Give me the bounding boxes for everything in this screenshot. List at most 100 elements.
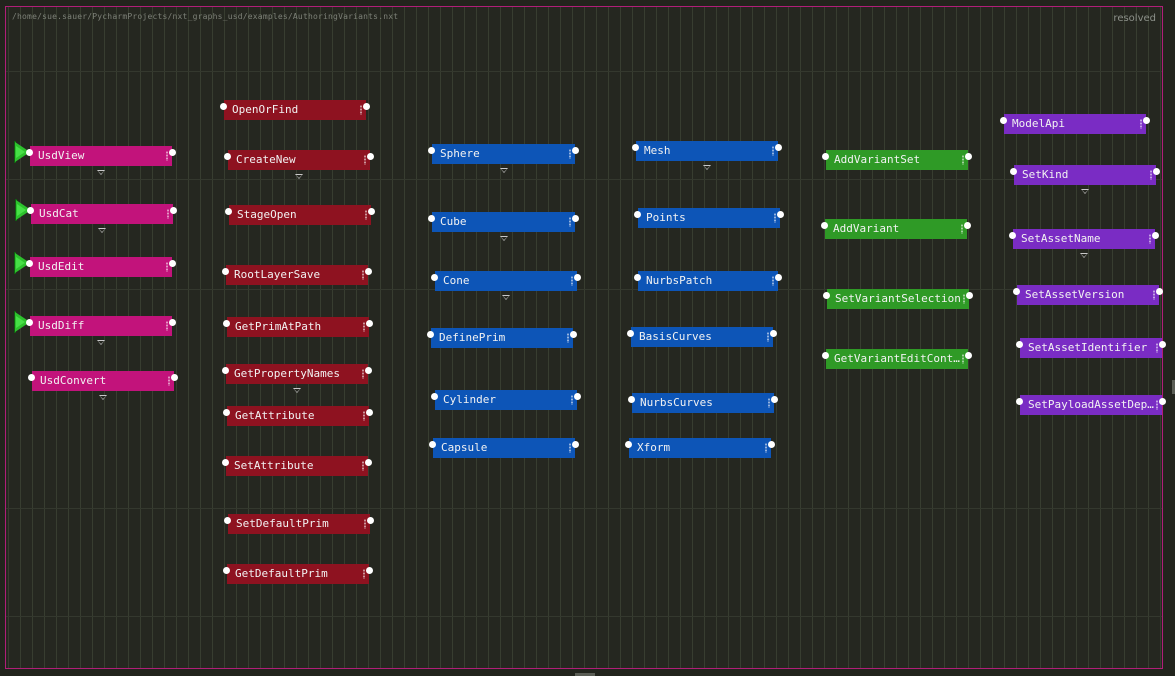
drag-grip-icon[interactable] — [363, 569, 365, 579]
drag-grip-icon[interactable] — [166, 321, 168, 331]
exec-out-port[interactable] — [572, 147, 579, 154]
exec-in-port[interactable] — [429, 441, 436, 448]
exec-in-port[interactable] — [26, 319, 33, 326]
exec-in-port[interactable] — [428, 147, 435, 154]
exec-out-port[interactable] — [367, 517, 374, 524]
exec-in-port[interactable] — [220, 103, 227, 110]
drag-grip-icon[interactable] — [961, 224, 963, 234]
exec-out-port[interactable] — [365, 367, 372, 374]
exec-in-port[interactable] — [1016, 341, 1023, 348]
exec-out-port[interactable] — [1153, 168, 1160, 175]
drag-grip-icon[interactable] — [767, 332, 769, 342]
exec-out-port[interactable] — [169, 260, 176, 267]
expand-chevron-icon[interactable] — [499, 168, 508, 173]
exec-in-port[interactable] — [431, 393, 438, 400]
drag-grip-icon[interactable] — [567, 333, 569, 343]
exec-in-port[interactable] — [224, 153, 231, 160]
node-cylinder[interactable]: Cylinder — [431, 390, 581, 410]
drag-grip-icon[interactable] — [962, 155, 964, 165]
drag-grip-icon[interactable] — [1149, 234, 1151, 244]
exec-in-port[interactable] — [222, 268, 229, 275]
drag-grip-icon[interactable] — [360, 105, 362, 115]
exec-out-port[interactable] — [771, 396, 778, 403]
node-addvariant[interactable]: AddVariant — [821, 219, 971, 239]
exec-out-port[interactable] — [366, 320, 373, 327]
exec-in-port[interactable] — [223, 567, 230, 574]
drag-grip-icon[interactable] — [962, 354, 964, 364]
expand-chevron-icon[interactable] — [499, 236, 508, 241]
drag-grip-icon[interactable] — [1153, 290, 1155, 300]
exec-in-port[interactable] — [427, 331, 434, 338]
drag-grip-icon[interactable] — [571, 276, 573, 286]
exec-out-port[interactable] — [363, 103, 370, 110]
exec-in-port[interactable] — [627, 330, 634, 337]
drag-grip-icon[interactable] — [362, 369, 364, 379]
drag-grip-icon[interactable] — [772, 276, 774, 286]
exec-out-port[interactable] — [572, 441, 579, 448]
expand-chevron-icon[interactable] — [703, 165, 711, 170]
exec-in-port[interactable] — [634, 211, 641, 218]
node-usdcat[interactable]: UsdCat — [15, 199, 177, 233]
exec-in-port[interactable] — [822, 153, 829, 160]
exec-out-port[interactable] — [777, 211, 784, 218]
drag-grip-icon[interactable] — [363, 322, 365, 332]
exec-in-port[interactable] — [625, 441, 632, 448]
drag-grip-icon[interactable] — [362, 270, 364, 280]
exec-out-port[interactable] — [574, 274, 581, 281]
node-setassetidentifier[interactable]: SetAssetIdentifier — [1016, 338, 1166, 358]
exec-in-port[interactable] — [225, 208, 232, 215]
node-getdefaultprim[interactable]: GetDefaultPrim — [223, 564, 373, 584]
exec-out-port[interactable] — [1156, 288, 1163, 295]
node-createnew[interactable]: CreateNew — [224, 150, 374, 179]
node-usdedit[interactable]: UsdEdit — [14, 252, 176, 277]
exec-out-port[interactable] — [770, 330, 777, 337]
node-setdefaultprim[interactable]: SetDefaultPrim — [224, 514, 374, 534]
drag-grip-icon[interactable] — [365, 210, 367, 220]
expand-chevron-icon[interactable] — [1080, 253, 1088, 258]
exec-in-port[interactable] — [1013, 288, 1020, 295]
expand-chevron-icon[interactable] — [502, 295, 510, 300]
node-getpropertynames[interactable]: GetPropertyNames — [222, 364, 372, 393]
expand-chevron-icon[interactable] — [97, 170, 105, 175]
exec-in-port[interactable] — [28, 374, 35, 381]
exec-out-port[interactable] — [365, 268, 372, 275]
exec-out-port[interactable] — [367, 153, 374, 160]
drag-grip-icon[interactable] — [1156, 343, 1158, 353]
node-getattribute[interactable]: GetAttribute — [223, 406, 373, 426]
drag-grip-icon[interactable] — [1140, 119, 1142, 129]
drag-grip-icon[interactable] — [569, 443, 571, 453]
exec-in-port[interactable] — [428, 215, 435, 222]
exec-in-port[interactable] — [1010, 168, 1017, 175]
exec-out-port[interactable] — [368, 208, 375, 215]
exec-in-port[interactable] — [634, 274, 641, 281]
exec-out-port[interactable] — [1159, 341, 1166, 348]
splitter-handle-right[interactable] — [1172, 380, 1175, 394]
exec-out-port[interactable] — [366, 409, 373, 416]
node-basiscurves[interactable]: BasisCurves — [627, 327, 777, 347]
node-setvariantselection[interactable]: SetVariantSelection — [823, 289, 973, 309]
node-usdconvert[interactable]: UsdConvert — [28, 371, 178, 400]
exec-in-port[interactable] — [222, 367, 229, 374]
exec-in-port[interactable] — [27, 207, 34, 214]
exec-in-port[interactable] — [823, 292, 830, 299]
exec-out-port[interactable] — [366, 567, 373, 574]
expand-chevron-icon[interactable] — [99, 395, 107, 400]
exec-in-port[interactable] — [632, 144, 639, 151]
exec-out-port[interactable] — [574, 393, 581, 400]
exec-in-port[interactable] — [26, 260, 33, 267]
node-setpayloadassetdep[interactable]: SetPayloadAssetDep… — [1016, 395, 1166, 415]
expand-chevron-icon[interactable] — [293, 388, 301, 393]
drag-grip-icon[interactable] — [364, 155, 366, 165]
node-nurbspatch[interactable]: NurbsPatch — [634, 271, 782, 291]
exec-in-port[interactable] — [431, 274, 438, 281]
drag-grip-icon[interactable] — [167, 209, 169, 219]
node-defineprim[interactable]: DefinePrim — [427, 328, 577, 348]
expand-chevron-icon[interactable] — [1081, 189, 1089, 194]
exec-out-port[interactable] — [964, 222, 971, 229]
drag-grip-icon[interactable] — [166, 151, 168, 161]
drag-grip-icon[interactable] — [1156, 400, 1158, 410]
exec-in-port[interactable] — [1009, 232, 1016, 239]
node-addvariantset[interactable]: AddVariantSet — [822, 150, 972, 170]
node-points[interactable]: Points — [634, 208, 784, 228]
node-setassetname[interactable]: SetAssetName — [1009, 229, 1159, 258]
